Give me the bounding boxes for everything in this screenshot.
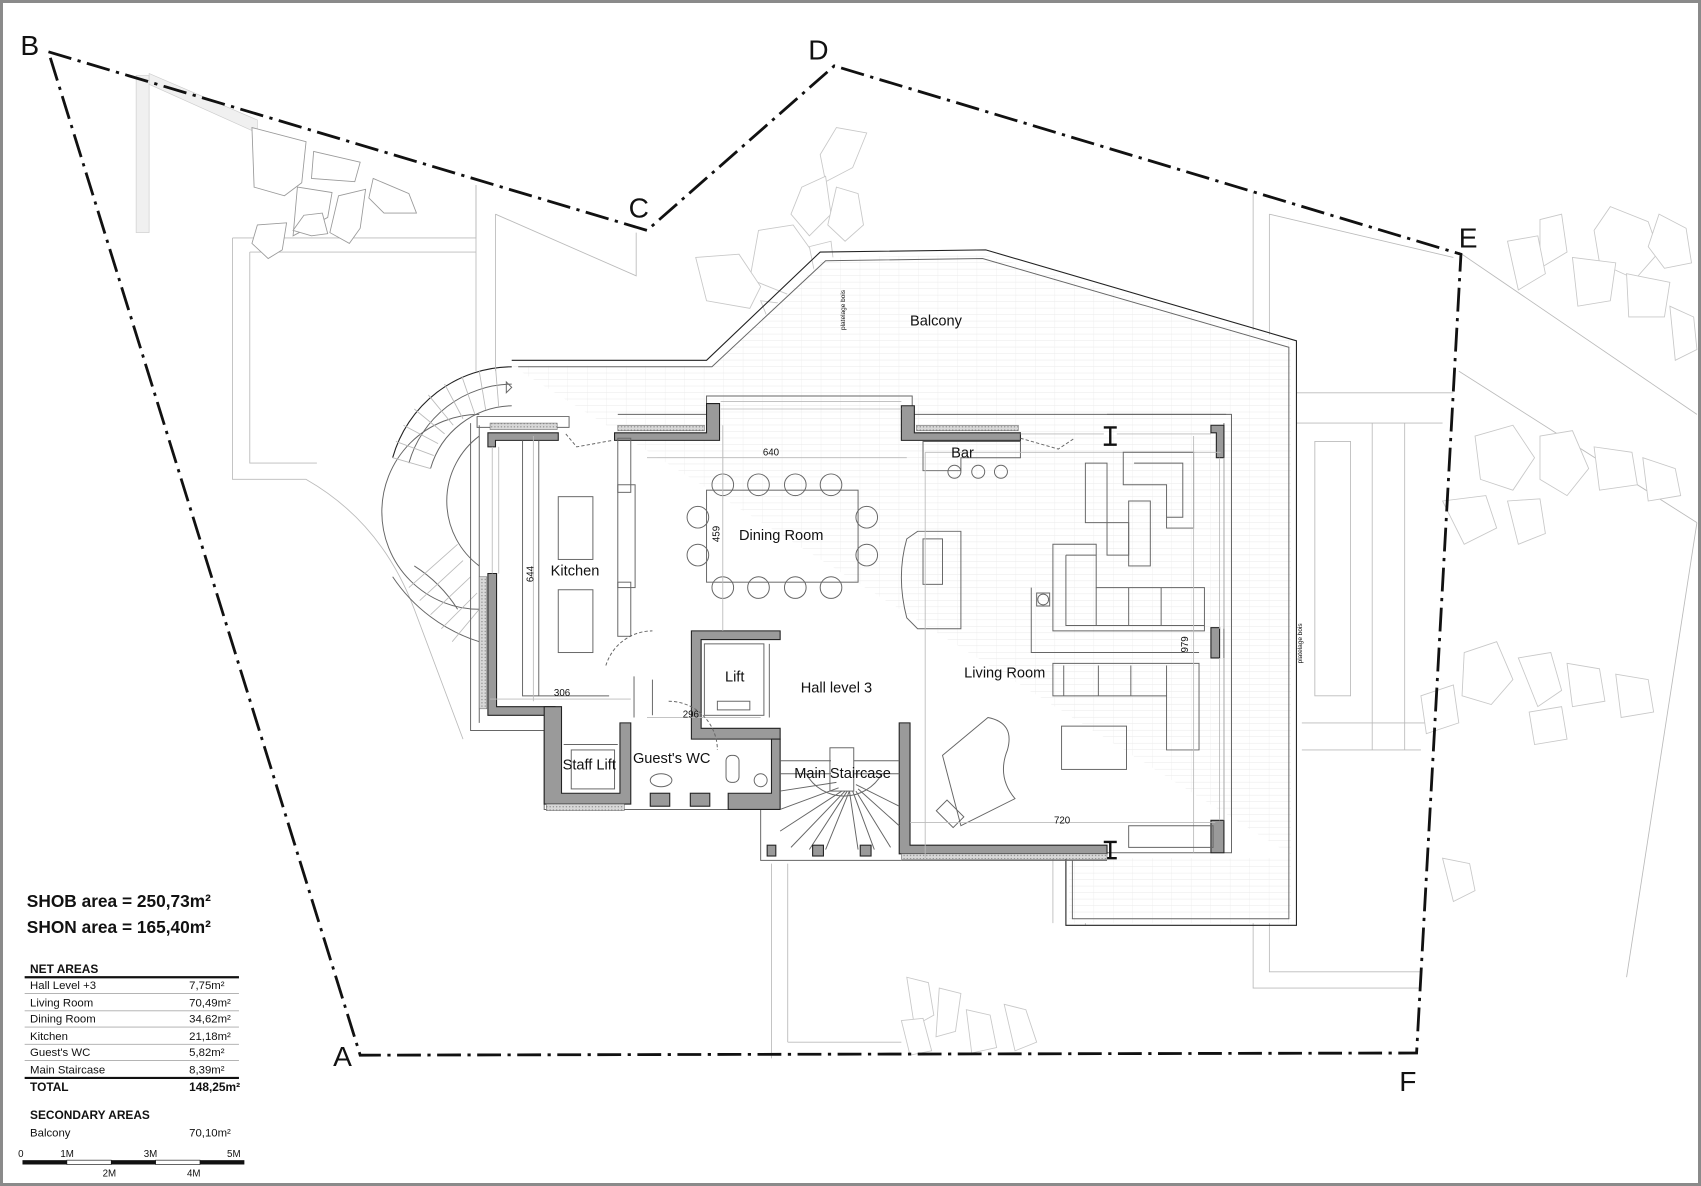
corner-label-a: A [333, 1041, 352, 1072]
secondary-areas-table: SECONDARY AREAS Balcony 70,10m² [30, 1108, 231, 1139]
svg-text:Main Staircase: Main Staircase [30, 1065, 105, 1077]
corner-label-f: F [1399, 1066, 1416, 1097]
room-label-hall: Hall level 3 [801, 681, 872, 697]
svg-text:Guest's WC: Guest's WC [30, 1047, 90, 1059]
external-spiral-stair [381, 366, 513, 643]
svg-text:4M: 4M [187, 1168, 201, 1179]
room-label-lift: Lift [725, 670, 745, 686]
dimension-979: 979 [1180, 636, 1191, 652]
svg-text:1M: 1M [60, 1149, 74, 1160]
deck-annotation: platelage bois [1297, 623, 1304, 664]
dimension-459: 459 [712, 526, 723, 542]
svg-text:34,62m²: 34,62m² [189, 1014, 231, 1026]
svg-text:Kitchen: Kitchen [30, 1031, 68, 1043]
svg-text:Living Room: Living Room [30, 997, 93, 1009]
table-row: Main Staircase 8,39m² [30, 1065, 225, 1077]
secondary-area-name: Balcony [30, 1127, 71, 1139]
shob-area: SHOB area = 250,73m² [27, 891, 211, 911]
svg-text:5M: 5M [227, 1149, 241, 1160]
dimension-644: 644 [525, 565, 536, 582]
net-areas-total-value: 148,25m² [189, 1080, 240, 1094]
corner-label-b: B [20, 30, 39, 61]
table-row: Kitchen 21,18m² [24, 1031, 239, 1045]
room-label-living-room: Living Room [964, 665, 1045, 681]
svg-text:8,39m²: 8,39m² [189, 1065, 225, 1077]
room-label-main-staircase: Main Staircase [794, 766, 891, 782]
dimension-640: 640 [763, 448, 780, 459]
net-areas-total-label: TOTAL [30, 1080, 69, 1094]
secondary-area-value: 70,10m² [189, 1127, 231, 1139]
property-boundary [46, 49, 1463, 1057]
table-row: Living Room 70,49m² [24, 997, 239, 1012]
table-row: Dining Room 34,62m² [24, 1014, 239, 1028]
room-label-bar: Bar [951, 446, 974, 462]
secondary-areas-title: SECONDARY AREAS [30, 1108, 150, 1122]
corner-label-e: E [1459, 223, 1478, 254]
svg-text:21,18m²: 21,18m² [189, 1031, 231, 1043]
corner-label-d: D [808, 34, 828, 65]
svg-text:7,75m²: 7,75m² [189, 980, 225, 992]
scale-bar: 0 1M 3M 5M 2M 4M [18, 1149, 245, 1179]
shon-area: SHON area = 165,40m² [27, 917, 211, 937]
area-summary: SHOB area = 250,73m² SHON area = 165,40m… [27, 891, 211, 937]
room-label-guests-wc: Guest's WC [633, 751, 710, 767]
svg-text:5,82m²: 5,82m² [189, 1047, 225, 1059]
dimension-720: 720 [1054, 816, 1071, 827]
walls [478, 403, 1225, 860]
room-label-balcony: Balcony [910, 314, 963, 330]
svg-text:3M: 3M [144, 1149, 158, 1160]
building-outline [470, 395, 1232, 861]
net-areas-table: NET AREAS Hall Level +3 7,75m² Living Ro… [24, 962, 240, 1094]
dimension-306: 306 [554, 688, 570, 699]
table-row: Hall Level +3 7,75m² [24, 980, 239, 994]
floor-plan-drawing: platelage bois platelage bois [18, 30, 1698, 1179]
svg-text:70,49m²: 70,49m² [189, 997, 231, 1009]
interior-details [490, 400, 1225, 859]
svg-text:Dining Room: Dining Room [30, 1014, 96, 1026]
room-label-staff-lift: Staff Lift [563, 757, 616, 773]
svg-text:0: 0 [18, 1149, 24, 1160]
svg-text:Hall Level +3: Hall Level +3 [30, 980, 96, 992]
svg-text:2M: 2M [103, 1168, 117, 1179]
corner-label-c: C [629, 192, 649, 223]
room-label-dining-room: Dining Room [739, 528, 823, 544]
room-label-kitchen: Kitchen [551, 564, 600, 580]
net-areas-title: NET AREAS [30, 962, 98, 976]
dimension-296: 296 [683, 709, 699, 720]
deck-annotation: platelage bois [840, 289, 847, 330]
table-row: Guest's WC 5,82m² [24, 1047, 239, 1062]
